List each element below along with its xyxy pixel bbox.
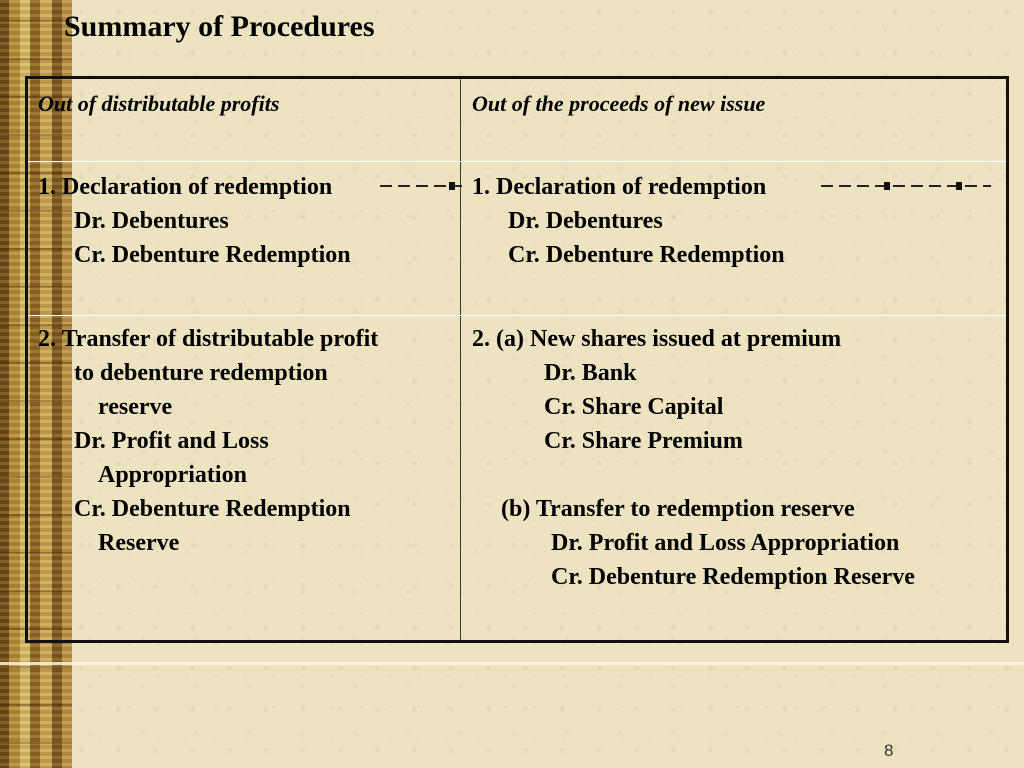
cell-right-declaration: 1. Declaration of redemption Dr. Debentu… (460, 161, 1008, 316)
left-item-2: 2. Transfer of distributable profit (38, 326, 379, 352)
cell-right-new-issue: 2. (a) New shares issued at premium Dr. … (460, 315, 1008, 642)
header-distributable-profits: Out of distributable profits (26, 77, 461, 162)
right-credit-1: Cr. Debenture Redemption (508, 242, 785, 268)
right-debit-2b: Dr. Profit and Loss Appropriation (551, 530, 900, 556)
right-item-1: 1. Declaration of redemption (472, 174, 767, 200)
decorative-divider (0, 662, 1024, 665)
left-debit-2: Dr. Profit and Loss (74, 428, 269, 454)
left-debit-2-cont: Appropriation (98, 462, 247, 488)
left-item-1: 1. Declaration of redemption (38, 174, 333, 200)
spacer (472, 458, 1006, 492)
left-credit-1: Cr. Debenture Redemption (74, 242, 351, 268)
slide-title: Summary of Procedures (64, 10, 375, 43)
right-item-2a: 2. (a) New shares issued at premium (472, 326, 842, 352)
right-debit-1: Dr. Debentures (508, 208, 663, 234)
header-new-issue-proceeds: Out of the proceeds of new issue (460, 77, 1008, 162)
right-credit-2b: Cr. Debenture Redemption Reserve (551, 564, 915, 590)
right-item-2b: (b) Transfer to redemption reserve (501, 496, 855, 522)
right-debit-2a: Dr. Bank (544, 360, 637, 386)
left-credit-2-cont: Reserve (98, 530, 180, 556)
left-item-2-cont: reserve (98, 394, 173, 420)
cell-left-transfer: 2. Transfer of distributable profit to d… (26, 315, 461, 642)
page-number: 8 (884, 741, 894, 760)
right-credit-2a-capital: Cr. Share Capital (544, 394, 724, 420)
left-debit-1: Dr. Debentures (74, 208, 229, 234)
right-credit-2a-premium: Cr. Share Premium (544, 428, 743, 454)
left-item-2-cont: to debenture redemption (74, 360, 328, 386)
left-credit-2: Cr. Debenture Redemption (74, 496, 351, 522)
procedures-table: Out of distributable profits Out of the … (25, 76, 1009, 643)
cell-left-declaration: 1. Declaration of redemption Dr. Debentu… (26, 161, 462, 316)
